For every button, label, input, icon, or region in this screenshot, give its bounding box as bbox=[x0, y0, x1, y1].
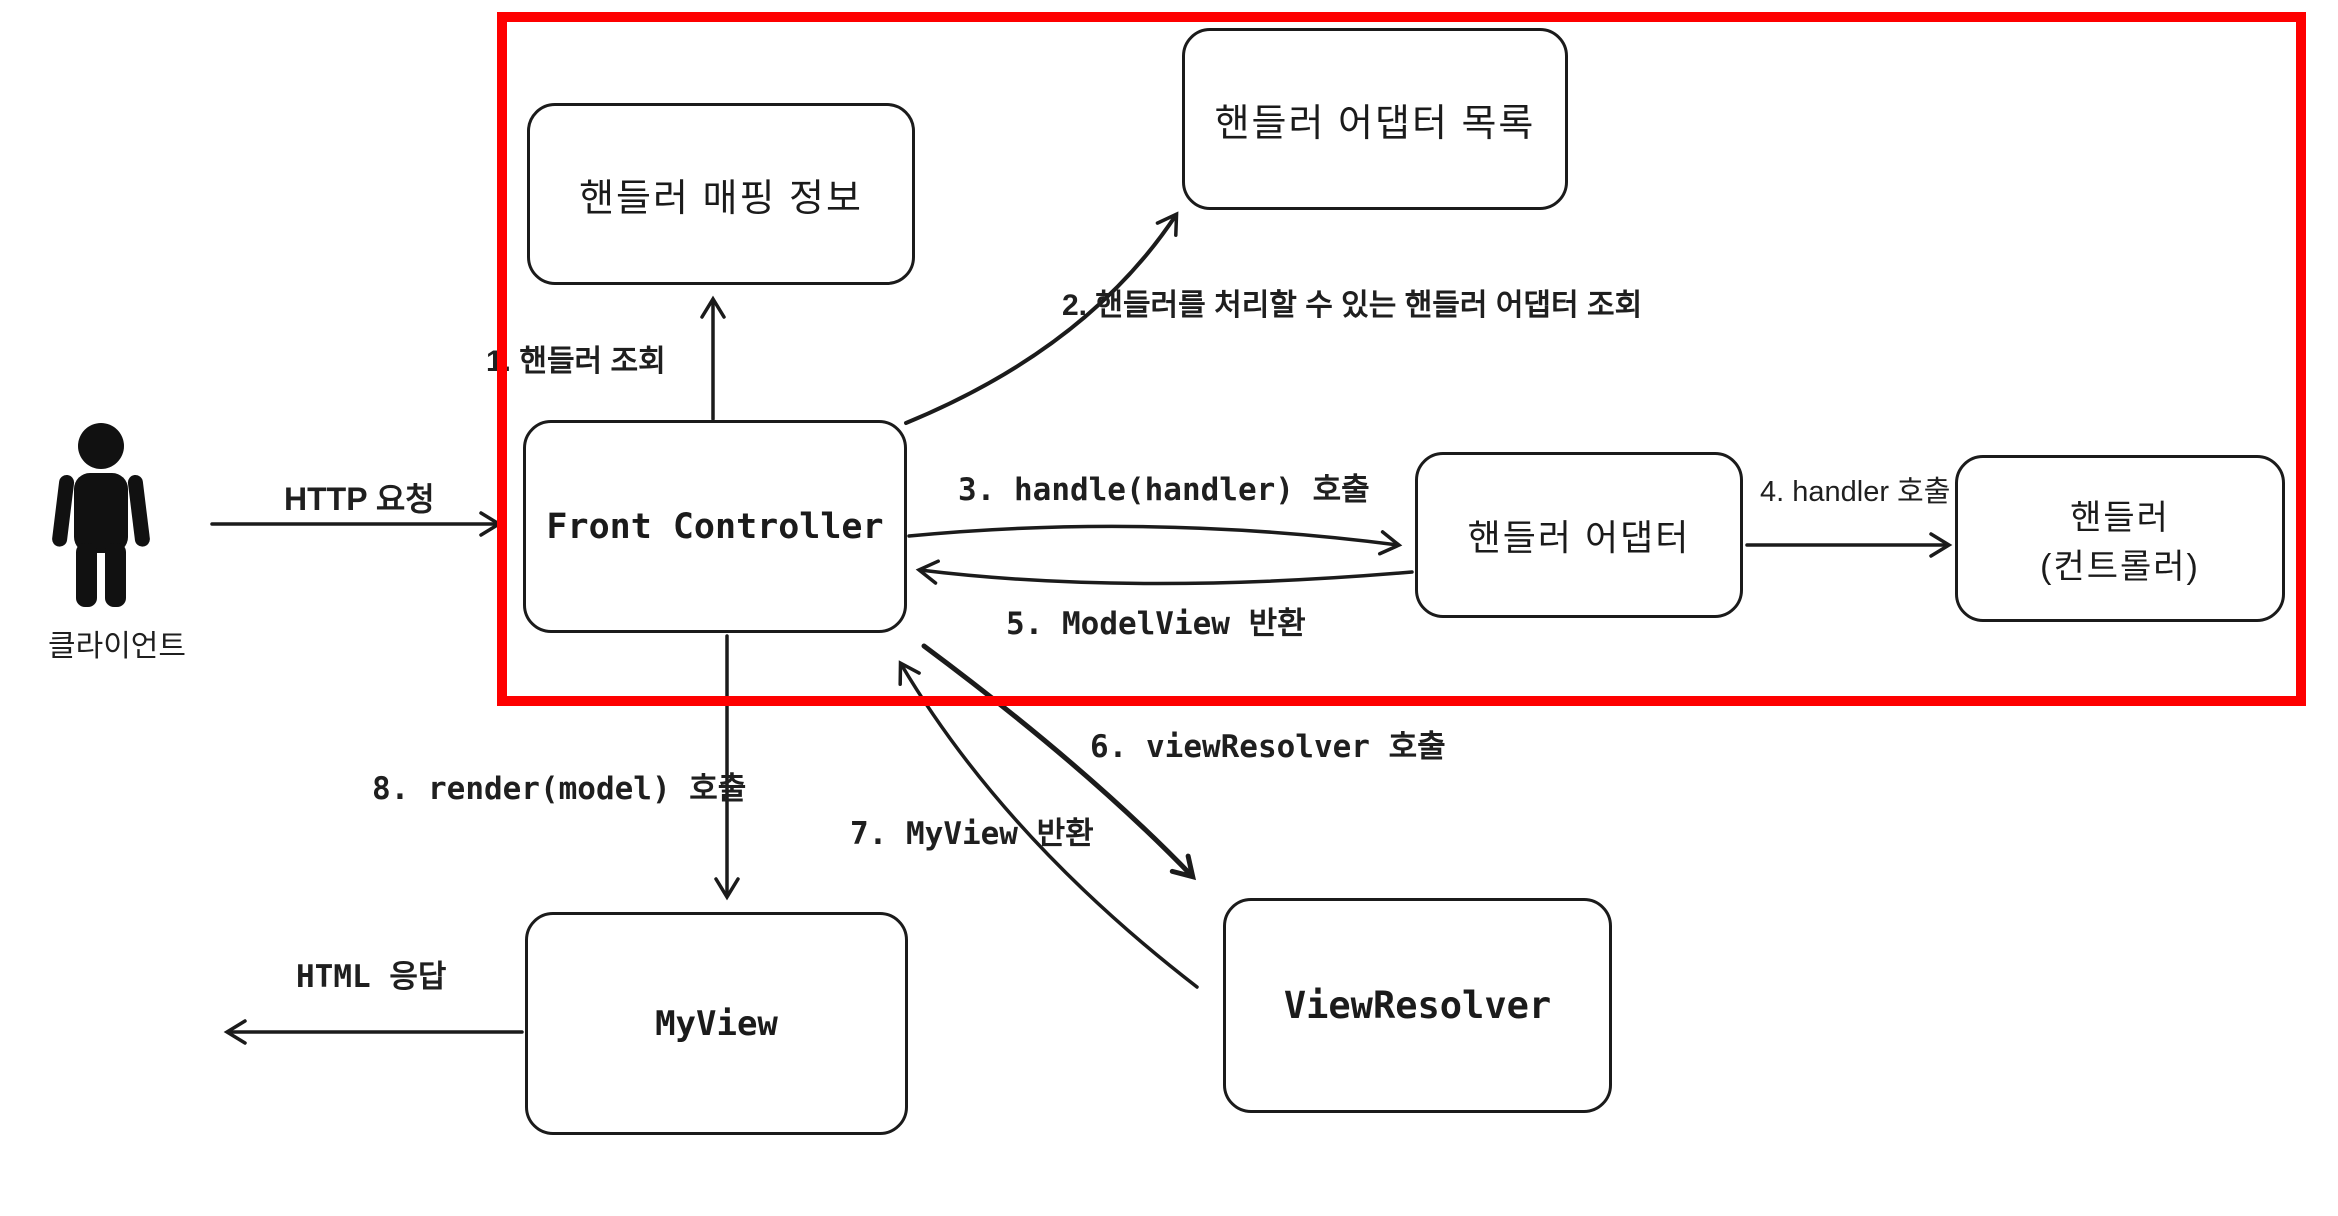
box-handler-adapter: 핸들러 어댑터 bbox=[1415, 452, 1743, 618]
box-front-controller: Front Controller bbox=[523, 420, 907, 633]
arrow-myview-return bbox=[898, 660, 1199, 989]
label-handle-call: 3. handle(handler) 호출 bbox=[958, 472, 1370, 508]
arrow-adapter-lookup bbox=[904, 211, 1179, 425]
arrow-modelview-return bbox=[915, 559, 1414, 586]
box-handler-controller-line2: (컨트롤러) bbox=[2040, 547, 2200, 586]
box-my-view: MyView bbox=[525, 912, 908, 1135]
box-front-controller-label: Front Controller bbox=[546, 506, 884, 547]
client-person-icon bbox=[52, 423, 150, 607]
label-render-call: 8. render(model) 호출 bbox=[372, 771, 747, 807]
label-viewresolver-call: 6. viewResolver 호출 bbox=[1090, 729, 1446, 765]
box-handler-controller: 핸들러 (컨트롤러) bbox=[1955, 455, 2285, 622]
box-handler-mapping: 핸들러 매핑 정보 bbox=[527, 103, 915, 285]
box-view-resolver-label: ViewResolver bbox=[1283, 984, 1552, 1027]
arrow-handle-call bbox=[907, 524, 1403, 556]
box-my-view-label: MyView bbox=[655, 1003, 778, 1044]
label-http-request: HTTP 요청 bbox=[284, 481, 435, 517]
box-handler-adapter-label: 핸들러 어댑터 bbox=[1467, 517, 1691, 558]
box-handler-adapter-list: 핸들러 어댑터 목록 bbox=[1182, 28, 1568, 210]
label-handler-call: 4. handler 호출 bbox=[1760, 476, 1951, 508]
label-myview-return: 7. MyView 반환 bbox=[850, 816, 1094, 852]
box-handler-mapping-label: 핸들러 매핑 정보 bbox=[579, 177, 863, 220]
label-handler-lookup: 1. 핸들러 조회 bbox=[486, 345, 666, 378]
box-view-resolver: ViewResolver bbox=[1223, 898, 1612, 1113]
label-html-response: HTML 응답 bbox=[296, 959, 447, 995]
box-handler-adapter-list-label: 핸들러 어댑터 목록 bbox=[1214, 102, 1536, 145]
arrow-viewresolver-call bbox=[921, 643, 1197, 881]
label-modelview-return: 5. ModelView 반환 bbox=[1006, 606, 1306, 642]
box-handler-controller-line1: 핸들러 bbox=[2070, 498, 2170, 537]
label-adapter-lookup: 2. 핸들러를 처리할 수 있는 핸들러 어댑터 조회 bbox=[1062, 289, 1643, 322]
label-client: 클라이언트 bbox=[48, 630, 186, 663]
